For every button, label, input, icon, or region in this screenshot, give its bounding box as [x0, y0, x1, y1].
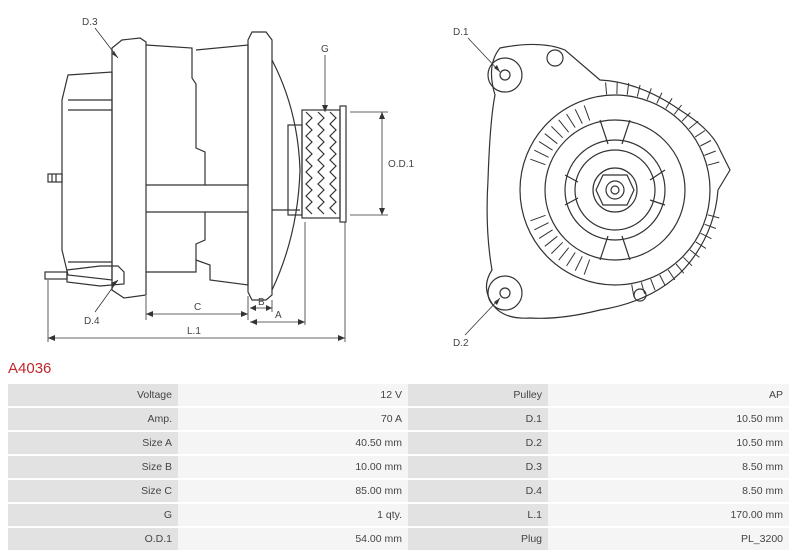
vent-slot	[626, 82, 630, 95]
front-view	[485, 43, 731, 319]
spec-value: 170.00 mm	[548, 504, 789, 526]
vent-slot	[694, 130, 706, 138]
spec-value: 8.50 mm	[548, 480, 789, 502]
spec-value: 8.50 mm	[548, 456, 789, 478]
vent-slot	[650, 278, 656, 291]
label-d3: D.3	[82, 17, 98, 28]
vent-slot	[583, 105, 591, 121]
vent-slot	[704, 150, 716, 156]
vent-slot	[551, 126, 564, 139]
spec-value: 10.00 mm	[178, 456, 408, 478]
spec-value: AP	[548, 384, 789, 406]
spec-label: G	[8, 504, 178, 526]
part-code: A4036	[8, 360, 52, 377]
spec-value: 85.00 mm	[178, 480, 408, 502]
spec-label: L.1	[408, 504, 548, 526]
label-c: C	[194, 302, 201, 313]
label-od1: O.D.1	[388, 159, 415, 170]
label-l1: L.1	[187, 326, 201, 337]
vent-slot	[566, 113, 576, 128]
spec-value: 40.50 mm	[178, 432, 408, 454]
spec-value: 1 qty.	[178, 504, 408, 526]
vent-slot	[530, 214, 546, 222]
spec-value: 12 V	[178, 384, 408, 406]
vent-slot	[700, 232, 712, 240]
vent-slot	[530, 158, 546, 166]
vent-slot	[631, 284, 635, 297]
spec-label: Size C	[8, 480, 178, 502]
vent-slot	[534, 149, 549, 158]
spec-value: 10.50 mm	[548, 432, 789, 454]
vent-slot	[605, 82, 608, 95]
front-leaders	[464, 37, 501, 336]
spec-label: Plug	[408, 528, 548, 550]
vent-slot	[640, 282, 646, 295]
vent-slot	[683, 256, 693, 267]
spec-label: D.1	[408, 408, 548, 430]
vent-slot	[574, 109, 583, 124]
vent-slot	[700, 140, 712, 147]
spec-value: 54.00 mm	[178, 528, 408, 550]
alternator-technical-drawing: D.3 G O.D.1 D.4 C B A L.1 D.1 D.2	[44, 17, 731, 349]
spec-label: Size A	[8, 432, 178, 454]
vent-slot	[656, 92, 663, 104]
spec-value: 10.50 mm	[548, 408, 789, 430]
label-a: A	[275, 310, 282, 321]
vent-slot	[538, 141, 553, 151]
label-d4: D.4	[84, 316, 100, 327]
spec-label: D.2	[408, 432, 548, 454]
vent-slots	[530, 81, 720, 297]
vent-slot	[695, 241, 707, 249]
vent-slot	[688, 120, 699, 130]
vent-slot	[534, 222, 549, 231]
vent-slot	[667, 269, 676, 281]
vent-slot	[707, 161, 720, 166]
vent-slot	[681, 112, 691, 122]
vent-slot	[636, 84, 641, 97]
spec-label: Amp.	[8, 408, 178, 430]
spec-label: Pulley	[408, 384, 548, 406]
vent-slot	[689, 249, 700, 258]
spec-label: Size B	[8, 456, 178, 478]
vent-slot	[659, 274, 666, 286]
dimension-lines	[47, 27, 388, 342]
label-b: B	[258, 297, 265, 308]
spec-value: PL_3200	[548, 528, 789, 550]
vent-slot	[551, 241, 564, 254]
label-d1: D.1	[453, 27, 469, 38]
vent-slot	[544, 133, 558, 145]
vent-slot	[558, 247, 570, 261]
vent-slot	[566, 252, 576, 267]
vent-slot	[583, 259, 591, 275]
vent-slot	[673, 104, 682, 115]
vent-slot	[665, 98, 673, 109]
vent-slot	[574, 256, 583, 271]
spec-label: D.3	[408, 456, 548, 478]
vent-slot	[704, 223, 717, 229]
spec-label: Voltage	[8, 384, 178, 406]
label-g: G	[321, 44, 329, 55]
side-view	[44, 31, 347, 301]
spec-label: O.D.1	[8, 528, 178, 550]
vent-slot	[538, 229, 553, 239]
label-d2: D.2	[453, 338, 469, 349]
spec-label: D.4	[408, 480, 548, 502]
vent-slot	[558, 119, 570, 133]
vent-slot	[707, 214, 720, 219]
vent-slot	[675, 263, 685, 274]
vent-slot	[544, 235, 558, 247]
spec-value: 70 A	[178, 408, 408, 430]
vent-slot	[646, 88, 652, 100]
